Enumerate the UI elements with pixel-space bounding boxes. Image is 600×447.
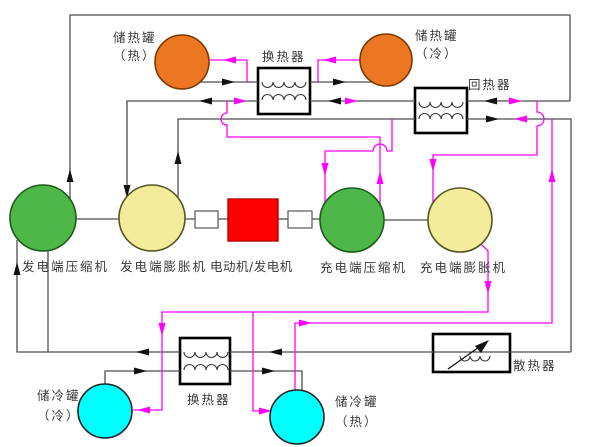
- label-recuperator: 回热器: [468, 77, 512, 92]
- pipes-discharge-loop: [16, 14, 572, 391]
- label-hot-tank-cold-line1: 储热罐: [415, 28, 459, 43]
- radiator-box: [431, 332, 512, 374]
- label-cold-tank-cold-line2: （冷）: [37, 408, 81, 423]
- label-heat-exchanger-top: 换热器: [262, 49, 306, 64]
- charge-compressor-circle: [319, 187, 385, 253]
- label-charge-expander: 充电端膨胀机: [420, 260, 507, 275]
- hot-storage-tank-cold: [359, 33, 413, 87]
- shaft-coupling-right: [287, 210, 313, 229]
- charge-expander-circle: [427, 187, 493, 253]
- label-hot-tank-cold-line2: （冷）: [415, 46, 459, 61]
- label-motor-generator: 电动机/发电机: [210, 259, 293, 274]
- label-cold-tank-cold-line1: 储冷罐: [37, 388, 81, 403]
- label-cold-tank-hot-line1: 储冷罐: [335, 394, 379, 409]
- cold-storage-tank-hot: [269, 389, 325, 445]
- label-gen-compressor: 发电端压缩机: [22, 259, 109, 274]
- motor-generator-box: [227, 198, 279, 242]
- generation-expander-circle: [118, 184, 186, 252]
- label-cold-tank-hot-line2: （热）: [335, 414, 379, 429]
- hot-storage-tank-hot: [154, 34, 210, 90]
- cold-storage-tank-cold: [77, 383, 133, 439]
- label-gen-expander: 发电端膨胀机: [120, 259, 207, 274]
- generation-compressor-circle: [9, 184, 77, 252]
- label-charge-compressor: 充电端压缩机: [320, 260, 407, 275]
- radiator-coil-icon: [447, 340, 491, 370]
- flow-arrows-charge: [137, 56, 556, 415]
- label-radiator: 散热器: [513, 358, 557, 373]
- heat-exchanger-coil-icon: [183, 81, 464, 371]
- shaft-coupling-left: [194, 210, 219, 229]
- label-hot-tank-hot-line2: （热）: [113, 48, 157, 63]
- recuperator-box: [413, 86, 469, 135]
- label-heat-exchanger-bottom: 换热器: [187, 392, 231, 407]
- flow-arrows-discharge: [13, 78, 499, 375]
- label-hot-tank-hot-line1: 储热罐: [113, 30, 157, 45]
- heat-exchanger-bottom-box: [178, 336, 232, 386]
- heat-exchanger-top-box: [256, 66, 312, 116]
